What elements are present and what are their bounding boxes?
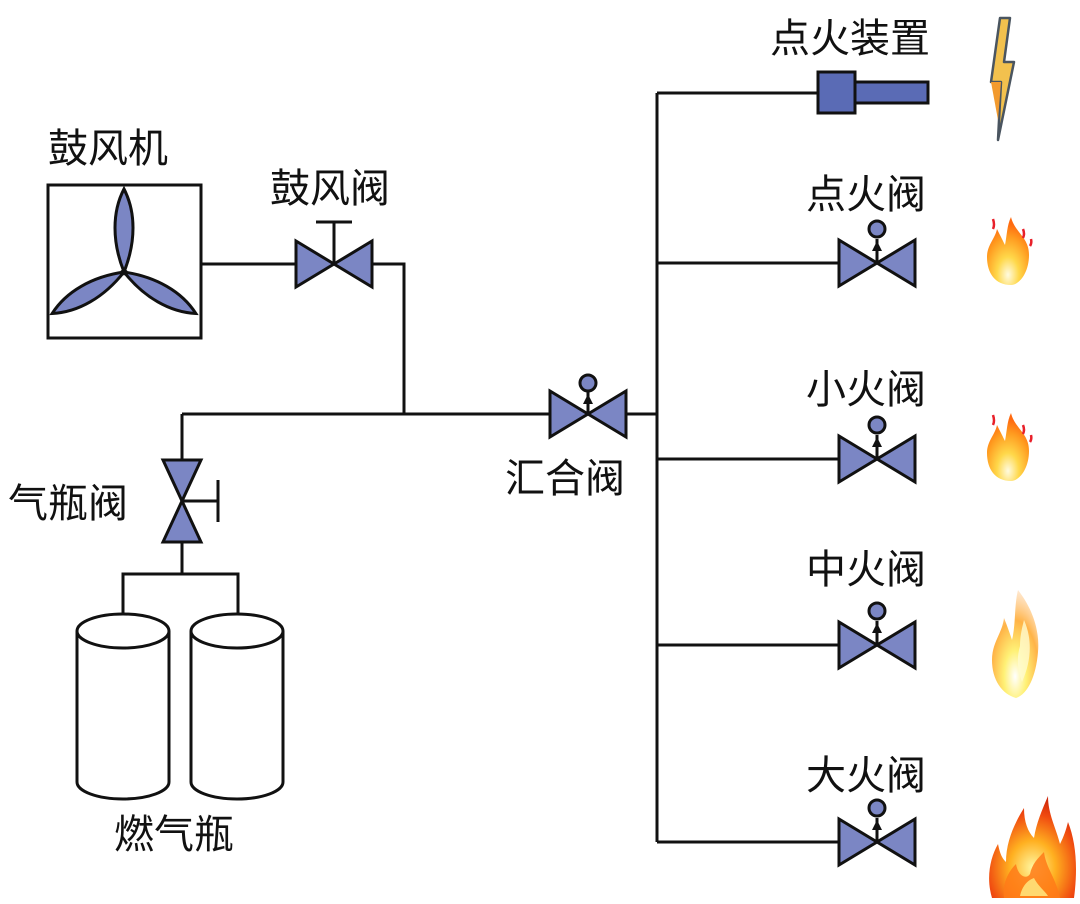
valve-body-left (294, 238, 337, 290)
valve-body-right (874, 816, 917, 868)
small-fire-valve-label: 小火阀 (806, 367, 926, 413)
actuator-icon (867, 415, 887, 459)
merge-valve-label: 汇合阀 (505, 456, 625, 502)
valve-body-right (874, 433, 917, 485)
igniter[interactable]: 点火装置 (770, 16, 930, 115)
valve-body-left (837, 237, 880, 289)
small-flame-icon (987, 217, 1033, 285)
actuator-icon (867, 219, 887, 263)
valve-body-left (837, 433, 880, 485)
igniter-body (816, 70, 857, 115)
valve-body-right (874, 237, 917, 289)
valve-body-bottom (160, 497, 204, 544)
ignition-valve-label: 点火阀 (806, 172, 926, 218)
igniter-label: 点火装置 (770, 16, 930, 62)
valve-body-left (548, 388, 591, 440)
valve-body-left (837, 816, 880, 868)
gas-cylinder-left (75, 612, 171, 801)
valve-body-right (585, 388, 628, 440)
small-flame-icon (987, 413, 1033, 481)
large-flame-icon (989, 796, 1076, 898)
medium-flame-icon (992, 590, 1039, 698)
actuator-icon (867, 601, 887, 645)
valve-body-top (160, 458, 204, 505)
medium-fire-valve[interactable]: 中火阀 (806, 547, 926, 671)
large-fire-valve-label: 大火阀 (806, 753, 926, 799)
blower-label: 鼓风机 (48, 126, 168, 172)
gas-cylinders-label: 燃气瓶 (114, 812, 234, 858)
pipe-network (121, 91, 839, 844)
lightning-bolt-icon (989, 16, 1016, 142)
valve-body-left (837, 619, 880, 671)
gas-cylinders: 燃气瓶 (75, 612, 285, 858)
large-fire-valve[interactable]: 大火阀 (806, 753, 926, 868)
cylinder-valve-label: 气瓶阀 (8, 481, 128, 527)
valve-body-right (874, 619, 917, 671)
actuator-icon (578, 373, 598, 414)
cylinder-valve[interactable]: 气瓶阀 (8, 458, 220, 544)
blower-valve[interactable]: 鼓风阀 (270, 166, 390, 290)
pipe-cylinder-manifold (121, 572, 240, 613)
merge-valve[interactable]: 汇合阀 (505, 373, 628, 502)
fan-icon (49, 185, 199, 316)
medium-fire-valve-label: 中火阀 (806, 547, 926, 593)
actuator-icon (867, 798, 887, 842)
small-fire-valve[interactable]: 小火阀 (806, 367, 926, 485)
blower: 鼓风机 (46, 126, 203, 340)
blower-valve-label: 鼓风阀 (270, 166, 390, 212)
gas-cylinder-right (189, 612, 285, 801)
valve-body-right (331, 238, 374, 290)
ignition-valve[interactable]: 点火阀 (806, 172, 926, 289)
igniter-electrode (853, 80, 930, 105)
pipe-blower-valve-down (372, 262, 406, 414)
